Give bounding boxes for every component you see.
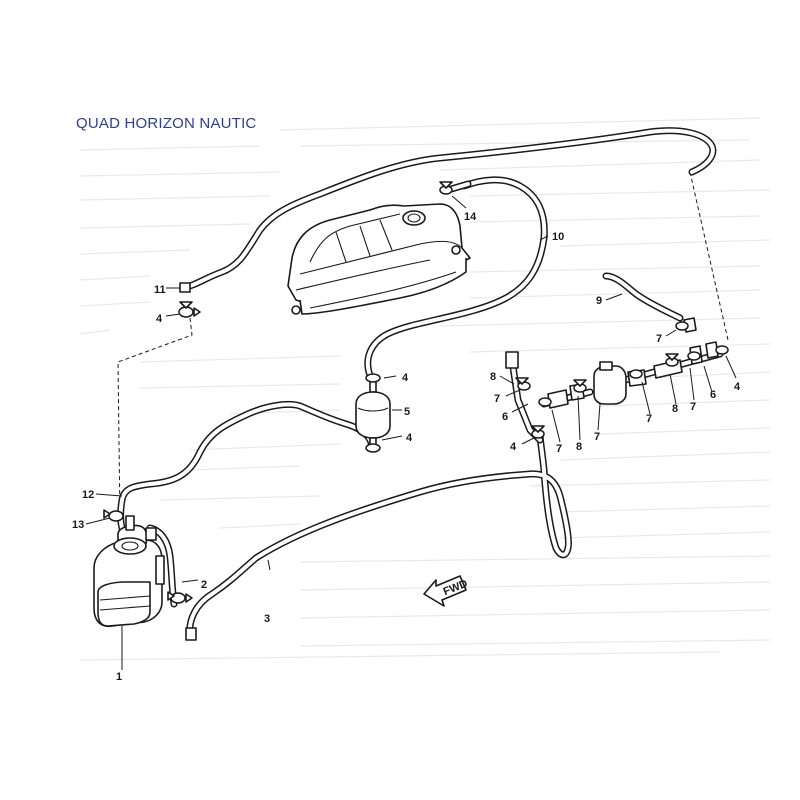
hose-3: [185, 430, 572, 641]
clip-13: [103, 509, 124, 522]
callout-6: 6: [502, 411, 508, 423]
callout-4: 4: [734, 381, 741, 393]
callout-4: 4: [406, 432, 413, 444]
callout-7: 7: [594, 431, 600, 443]
callout-4: 4: [510, 441, 517, 453]
brand-title: QUAD HORIZON NAUTIC: [76, 115, 257, 132]
callout-7: 7: [556, 443, 562, 455]
overflow-tank: [93, 515, 165, 628]
callout-8: 8: [490, 371, 496, 383]
clip-left-4: [178, 301, 201, 318]
callout-7: 7: [690, 401, 696, 413]
callout-7: 7: [656, 333, 662, 345]
background-texture: [79, 117, 771, 661]
hose-upper: [179, 127, 717, 293]
hose-10: [364, 176, 548, 384]
fuel-filter: [355, 373, 391, 453]
callout-3: 3: [264, 613, 270, 625]
callout-1: 1: [116, 671, 122, 683]
callout-7: 7: [494, 393, 500, 405]
valve-assembly: [505, 317, 729, 444]
hose-2: [146, 524, 178, 608]
callout-10: 10: [552, 231, 564, 243]
callout-12: 12: [82, 489, 94, 501]
forward-arrow: FWD: [423, 575, 469, 607]
callout-5: 5: [404, 406, 410, 418]
callout-14: 14: [464, 211, 477, 223]
hose-12: [117, 400, 376, 532]
callout-4: 4: [402, 372, 409, 384]
callout-6: 6: [710, 389, 716, 401]
fuel-tank: [287, 203, 471, 315]
callout-4: 4: [156, 313, 163, 325]
callout-7: 7: [646, 413, 652, 425]
leader-lines: [85, 195, 737, 670]
clip-2: [167, 591, 193, 604]
callout-8: 8: [672, 403, 678, 415]
callout-9: 9: [596, 295, 602, 307]
callout-2: 2: [201, 579, 207, 591]
callout-8: 8: [576, 441, 582, 453]
callout-labels: 1 2 3 4 4 4 4 4 5 6 6 7 7 7 7 7 7 8 8 8 …: [72, 211, 741, 683]
clip-14: [439, 180, 472, 195]
hose-9: [602, 272, 684, 322]
callout-11: 11: [154, 284, 166, 296]
callout-13: 13: [72, 519, 84, 531]
